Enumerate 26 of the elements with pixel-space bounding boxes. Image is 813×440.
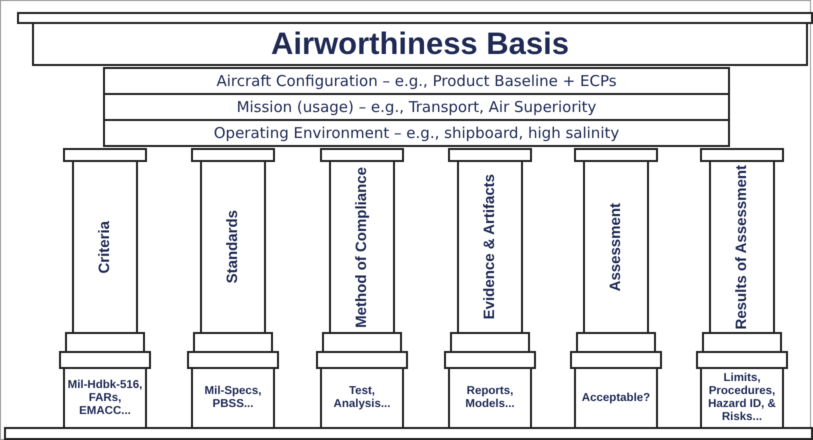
column-base xyxy=(63,367,147,429)
entablature-band xyxy=(103,93,730,121)
label-text: Standards xyxy=(224,210,242,284)
roof-box xyxy=(32,22,808,66)
label-text: Operating Environment – e.g., shipboard, high salinity xyxy=(214,124,620,142)
label-text: Acceptable? xyxy=(580,392,652,404)
label-text: Reports, Models... xyxy=(464,385,516,411)
label-text: Limits, Procedures, Hazard ID, & Risks... xyxy=(707,372,777,424)
column-base xyxy=(191,367,275,429)
label-text: Aircraft Configuration – e.g., Product Baseline + ECPs xyxy=(216,72,617,90)
entablature-band xyxy=(103,67,730,95)
label-text: Results of Assessment xyxy=(733,164,751,330)
column-base xyxy=(448,367,532,429)
label-text: Airworthiness Basis xyxy=(270,26,570,62)
label-text: Mission (usage) – e.g., Transport, Air Superiority xyxy=(236,98,596,116)
label-text: Mil-Specs, PBSS... xyxy=(204,385,262,411)
label-text: Test, Analysis... xyxy=(332,385,392,411)
label-text: Criteria xyxy=(96,220,114,274)
label-text: Mil-Hdbk-516, FARs, EMACC... xyxy=(66,378,144,418)
label-text: Method of Compliance xyxy=(353,166,371,328)
label-text: Evidence & Artifacts xyxy=(481,174,499,320)
label-text: Assessment xyxy=(607,202,625,292)
column-base xyxy=(574,367,658,429)
column-base xyxy=(700,367,784,429)
column-base xyxy=(320,367,404,429)
entablature-band xyxy=(103,119,730,147)
